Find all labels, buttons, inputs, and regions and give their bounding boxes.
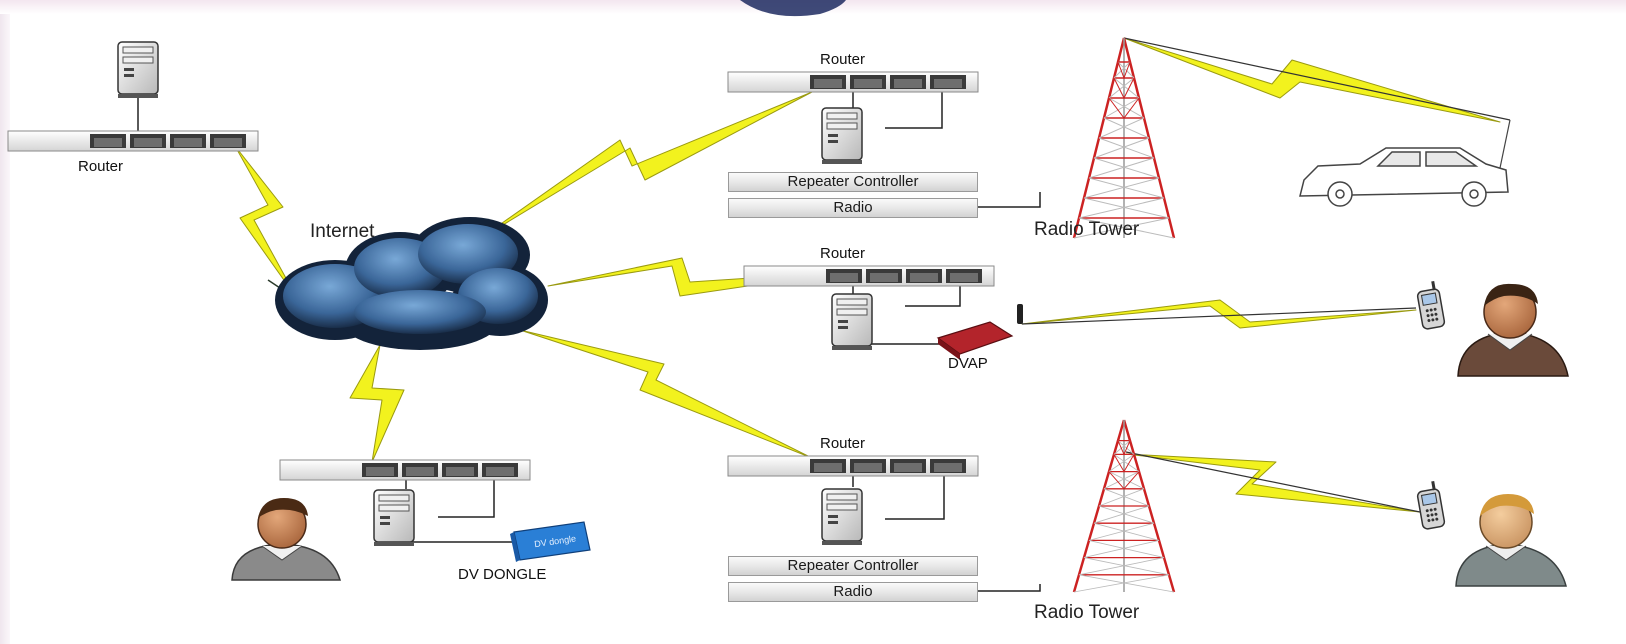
router-mid-label: Router	[820, 245, 866, 262]
cell-phone-icon	[1414, 479, 1446, 531]
router-switch-icon	[727, 71, 979, 93]
internet-cloud-icon	[275, 217, 548, 350]
lightning-internet-to-bottom-router	[519, 329, 813, 459]
header-swoosh-decoration	[740, 0, 846, 17]
server-icon	[821, 107, 863, 165]
router-switch-icon	[279, 459, 531, 481]
router-mid-group	[743, 265, 1023, 360]
router-switch-icon	[7, 130, 259, 152]
radio-tower-icon	[1072, 36, 1176, 240]
dvap-label: DVAP	[948, 355, 988, 372]
server-icon	[373, 489, 415, 547]
router-left-label: Router	[78, 158, 124, 175]
car-icon	[1299, 119, 1511, 207]
server-icon	[831, 293, 873, 351]
person-icon	[231, 498, 342, 581]
dv-dongle-device-icon: DV dongle	[510, 521, 591, 562]
person-icon	[1457, 283, 1569, 377]
lightning-tower-to-car	[1123, 37, 1501, 123]
dongle-router-group: DV dongle	[279, 459, 591, 562]
lightning-dvap-to-phone	[1021, 299, 1417, 329]
router-top-group	[727, 71, 979, 165]
router-bottom-label: Router	[820, 435, 866, 452]
dv-dongle-label: DV DONGLE	[458, 566, 547, 583]
radio-tower-bottom-label: Radio Tower	[1034, 602, 1140, 623]
dvap-device-icon	[936, 304, 1023, 360]
radio-tower-top-label: Radio Tower	[1034, 219, 1140, 240]
repeater-controller-bottom-box: Repeater Controller	[728, 556, 978, 576]
router-bottom-group	[727, 455, 979, 546]
frame-left-edge	[0, 0, 10, 644]
radio-top-box: Radio	[728, 198, 978, 218]
person-icon	[1455, 494, 1567, 587]
lightning-internet-to-dongle-router	[349, 344, 405, 463]
router-top-label: Router	[820, 51, 866, 68]
router-left	[7, 41, 259, 152]
router-switch-icon	[727, 455, 979, 477]
cell-phone-icon	[1414, 279, 1446, 331]
server-icon	[821, 488, 863, 546]
lightning-links	[234, 37, 1511, 513]
router-switch-icon	[743, 265, 995, 287]
repeater-controller-top-box: Repeater Controller	[728, 172, 978, 192]
radio-tower-icon	[1072, 418, 1176, 594]
internet-label: Internet	[310, 221, 375, 242]
radio-bottom-box: Radio	[728, 582, 978, 602]
server-icon	[117, 41, 159, 99]
